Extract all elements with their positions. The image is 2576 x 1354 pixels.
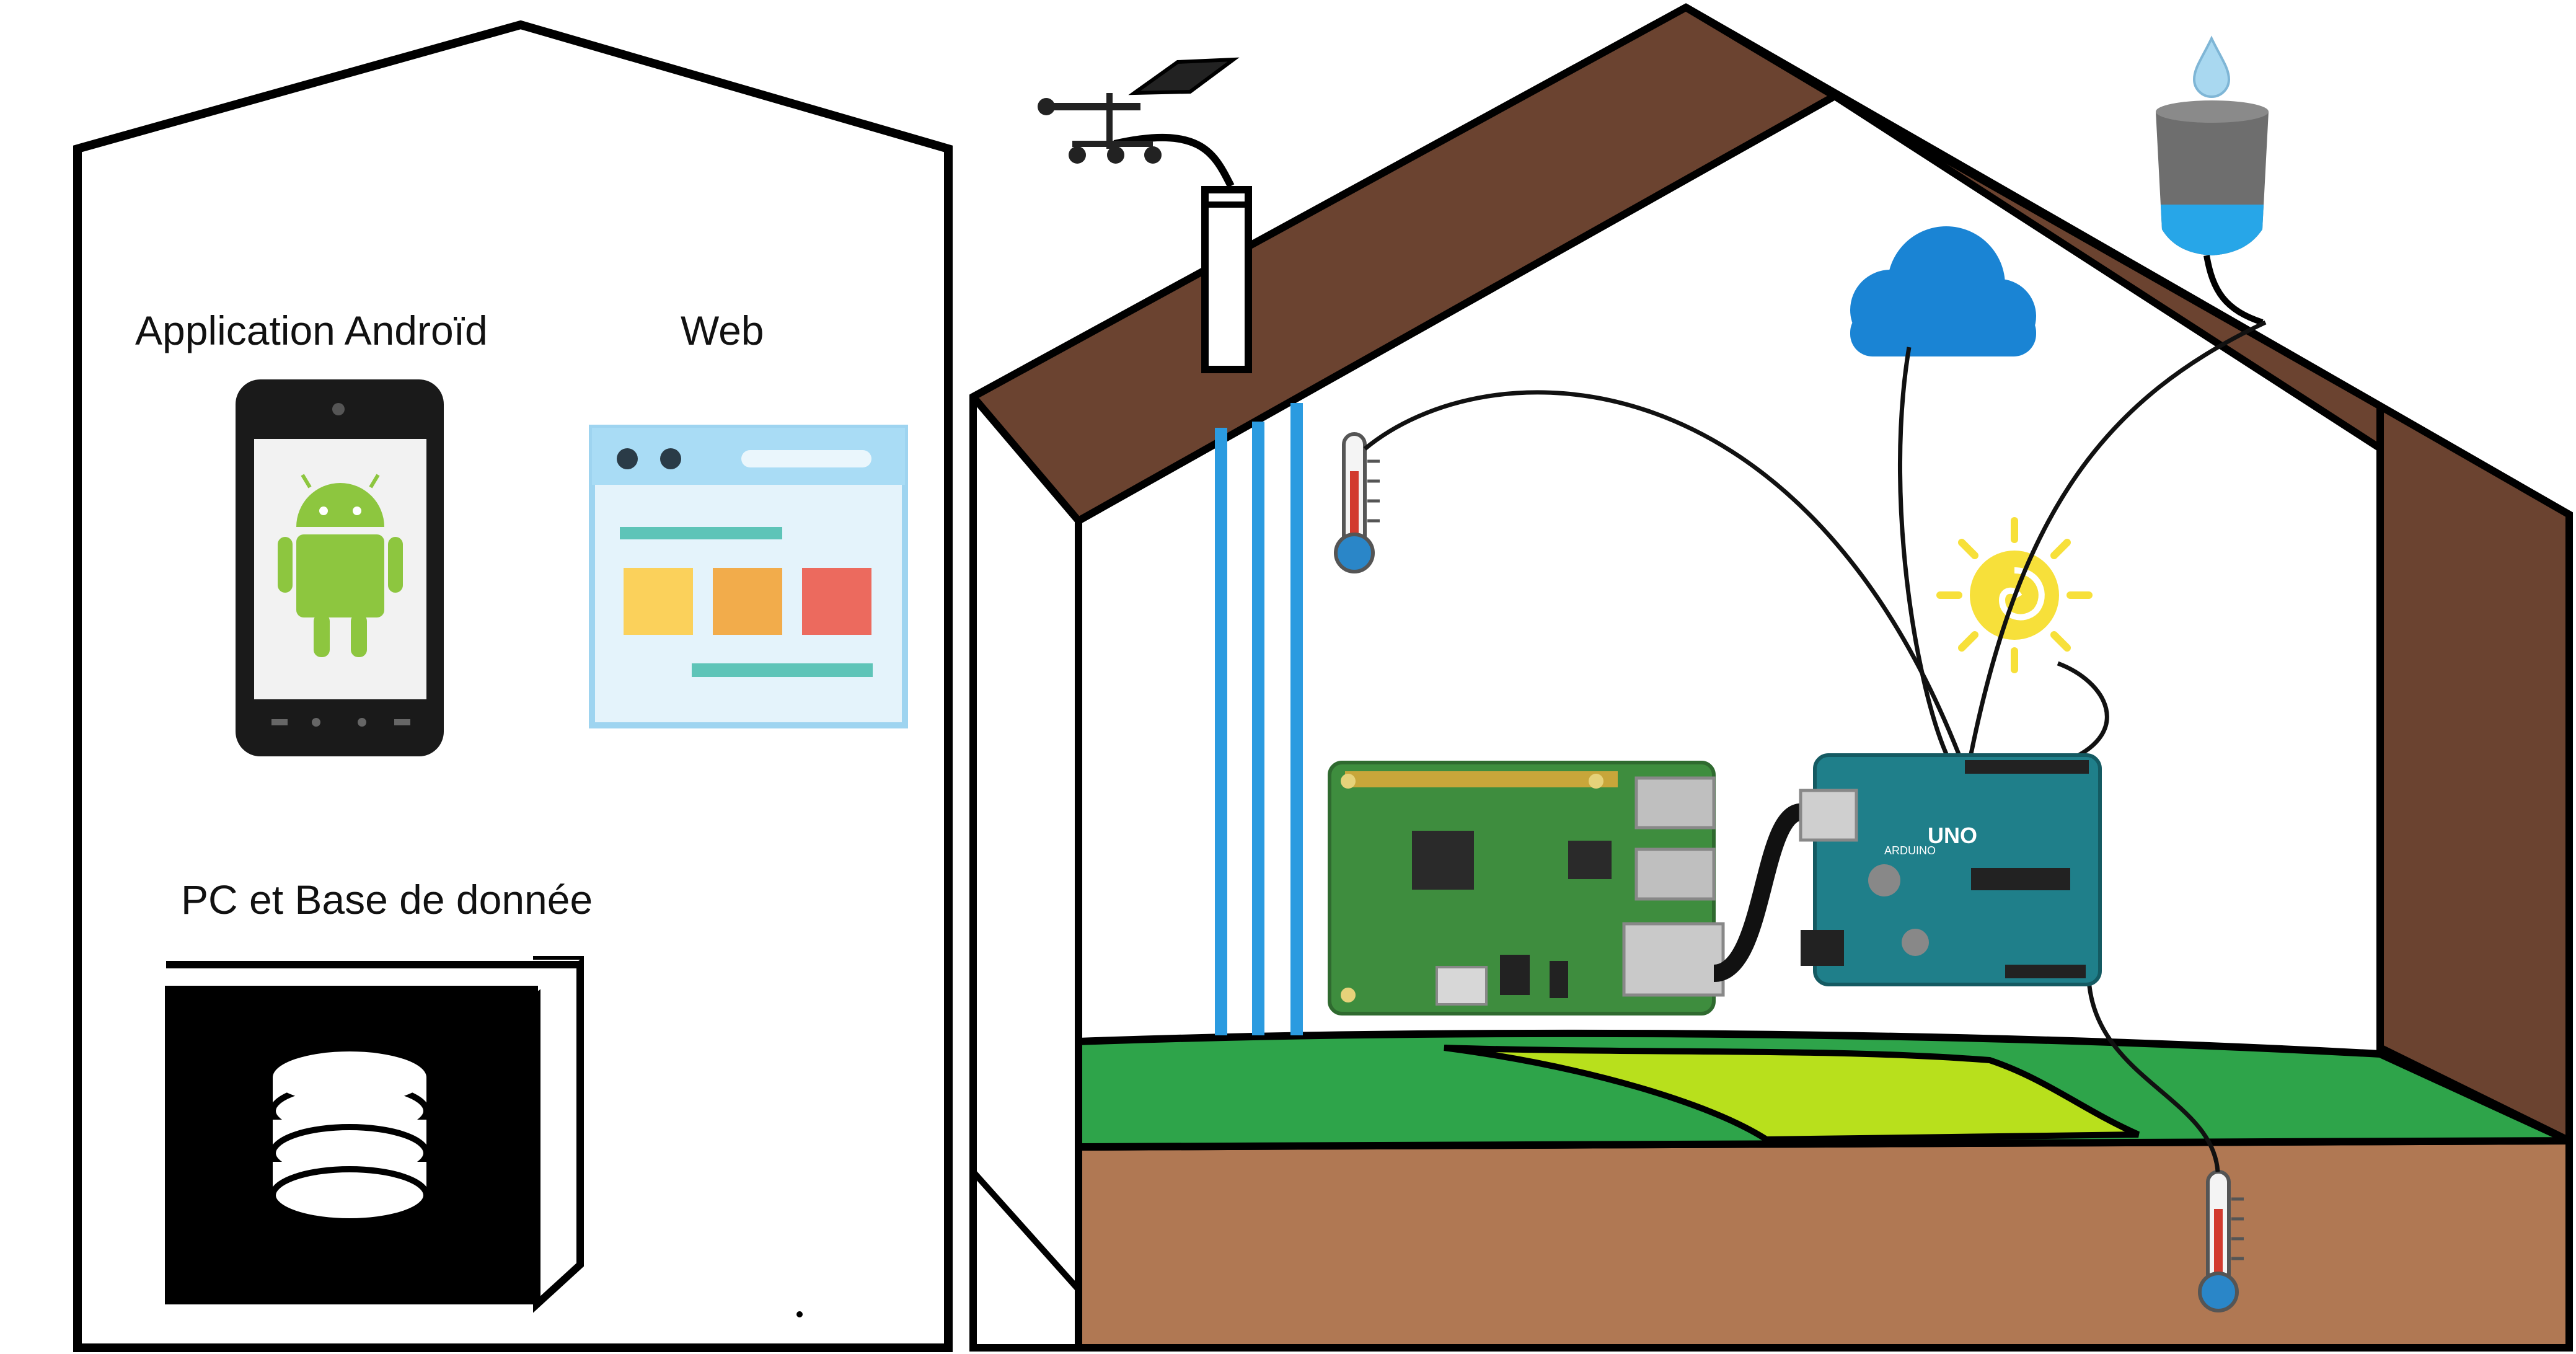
arduino-brand-label: ARDUINO bbox=[1884, 844, 1936, 857]
android-app-label: Application Androïd bbox=[135, 308, 488, 353]
raspberry-pi-board bbox=[1328, 761, 1725, 1016]
web-label: Web bbox=[681, 308, 764, 353]
greenhouse-wall-right bbox=[2376, 399, 2573, 1147]
rain-gauge-icon bbox=[2156, 35, 2269, 325]
greenhouse-inner-frame bbox=[1075, 92, 2384, 1348]
arduino-uno-label: UNO bbox=[1928, 823, 1977, 848]
sensor-wires bbox=[1363, 320, 2267, 1172]
stray-dot bbox=[796, 1311, 803, 1317]
android-logo-icon bbox=[278, 474, 403, 657]
anemometer-icon bbox=[1038, 57, 1240, 164]
database-icon bbox=[165, 956, 584, 1313]
soil-layer bbox=[1075, 1136, 2573, 1352]
usb-cable bbox=[1713, 803, 1805, 982]
sensor-mast bbox=[1113, 134, 1252, 373]
pc-database-label: PC et Base de donnée bbox=[181, 877, 593, 923]
grass-layer-light bbox=[1444, 1045, 2140, 1143]
irrigation-pipes bbox=[1215, 403, 1303, 1035]
thermometer-air-icon bbox=[1334, 432, 1380, 573]
cloud-icon bbox=[1850, 226, 2036, 356]
thermometer-soil-icon bbox=[2198, 1170, 2244, 1312]
arduino-uno-board: UNO ARDUINO bbox=[1799, 753, 2102, 986]
android-phone-icon bbox=[236, 379, 444, 756]
web-browser-icon bbox=[589, 425, 908, 728]
